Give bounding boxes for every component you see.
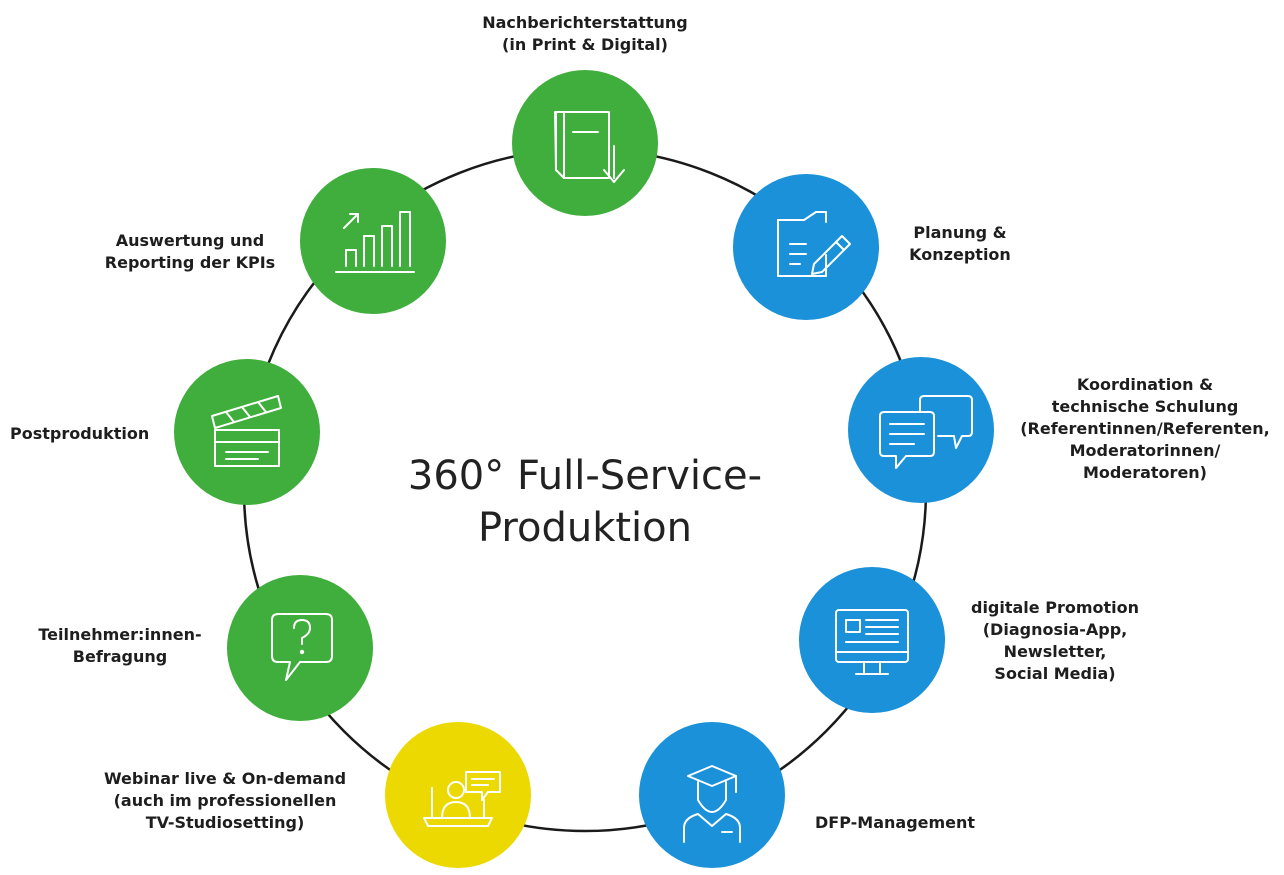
label-auswertung: Auswertung und Reporting der KPIs [104, 231, 276, 272]
monitor-newsletter-icon [835, 609, 909, 675]
graduate-icon [683, 765, 741, 843]
label-webinar: Webinar live & On-demand (auch im profes… [103, 769, 347, 832]
node-auswertung [300, 168, 446, 314]
label-promotion: digitale Promotion (Diagnosia-App, Newsl… [970, 598, 1139, 683]
center-title-line-2: Produktion [478, 505, 692, 551]
node-promotion [799, 567, 945, 713]
node-planung [733, 174, 879, 320]
label-planung: Planung & Konzeption [909, 223, 1011, 264]
node-circle [174, 359, 320, 505]
chat-bubbles-icon [879, 395, 973, 469]
clapperboard-icon [211, 395, 282, 467]
node-circle [848, 357, 994, 503]
node-circle [512, 70, 658, 216]
center-title-line-1: 360° Full-Service- [407, 453, 763, 499]
book-download-icon [554, 111, 625, 183]
node-circle [799, 567, 945, 713]
node-circle [227, 575, 373, 721]
label-dfp: DFP-Management [815, 813, 976, 832]
label-postproduktion: Postproduktion [10, 424, 150, 443]
question-bubble-icon [271, 613, 333, 681]
node-postproduktion [174, 359, 320, 505]
node-koordination [848, 357, 994, 503]
label-koordination: Koordination & technische Schulung (Refe… [1020, 375, 1270, 482]
document-edit-icon [777, 211, 851, 277]
node-befragung [227, 575, 373, 721]
node-dfp [639, 722, 785, 868]
node-circle [385, 722, 531, 868]
center-title: 360° Full-Service- Produktion [380, 450, 790, 554]
node-webinar [385, 722, 531, 868]
label-befragung: Teilnehmer:innen- Befragung [38, 625, 202, 666]
node-circle [639, 722, 785, 868]
bar-chart-icon [335, 211, 415, 273]
node-nachberichterstattung [512, 70, 658, 216]
laptop-presenter-icon [423, 771, 501, 827]
label-nachberichterstattung: Nachberichterstattung (in Print & Digita… [482, 13, 688, 54]
node-circle [733, 174, 879, 320]
